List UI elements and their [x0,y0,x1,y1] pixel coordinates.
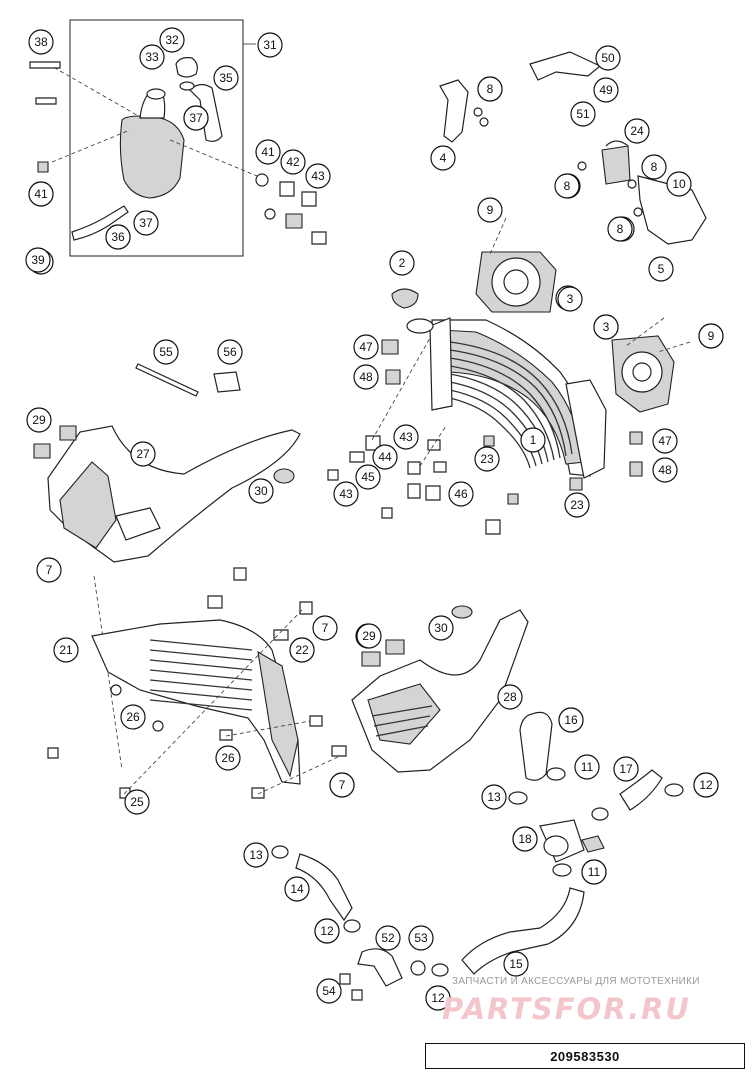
callout-label: 28 [503,690,517,704]
callout-label: 54 [322,984,336,998]
drawing-number: 209583530 [550,1048,620,1064]
callout-label: 13 [487,790,501,804]
callout-label: 47 [658,434,672,448]
callout-label: 10 [672,177,686,191]
callout-label: 48 [359,370,373,384]
callout-label: 16 [564,713,578,727]
callout-label: 4 [440,151,447,165]
callout-label: 31 [263,38,277,52]
callout-label: 39 [31,253,45,267]
callout-label: 18 [518,832,532,846]
callout-label: 53 [414,931,428,945]
callout-label: 17 [619,762,633,776]
callout-label: 43 [339,487,353,501]
callout-label: 50 [601,51,615,65]
callout-label: 43 [399,430,413,444]
callout-label: 12 [699,778,713,792]
callout-label: 21 [59,643,73,657]
drawing-number-box: 209583530 [425,1043,745,1069]
callout-label: 36 [111,230,125,244]
callout-label: 25 [130,795,144,809]
callout-label: 12 [431,991,445,1005]
callout-label: 41 [34,187,48,201]
callout-label: 22 [295,643,309,657]
callout-label: 30 [434,621,448,635]
right-side-panel [309,605,529,773]
callout-label: 9 [487,203,494,217]
fan-group [475,217,691,413]
callout-label: 44 [378,450,392,464]
callout-label: 7 [46,563,53,577]
callout-label: 8 [487,82,494,96]
callout-label: 8 [564,179,571,193]
callout-label: 51 [576,107,590,121]
callout-label: 35 [219,71,233,85]
callout-label: 52 [381,931,395,945]
callout-label: 23 [570,498,584,512]
callout-label: 11 [581,760,594,774]
callout-label: 7 [322,621,329,635]
radiator-hardware [327,337,643,535]
callout-label: 11 [588,865,601,879]
callout-label: 2 [399,256,406,270]
callout-label: 26 [221,751,235,765]
callout-label: 47 [359,340,373,354]
bracket-group [439,51,707,245]
radiator [391,288,607,479]
callout-label: 56 [223,345,237,359]
callout-label: 9 [708,329,715,343]
callout-label: 8 [617,222,624,236]
callout-label: 43 [311,169,325,183]
callout-label: 26 [126,710,140,724]
callout-label: 7 [339,778,346,792]
callout-label: 48 [658,463,672,477]
expansion-tank-group [29,19,327,257]
callout-label: 37 [139,216,153,230]
callout-label: 5 [658,262,665,276]
cable-tie [135,363,241,397]
watermark-tagline: ЗАПЧАСТИ И АКСЕССУАРЫ ДЛЯ МОТОТЕХНИКИ [452,976,700,987]
callout-label: 27 [136,447,150,461]
callout-label: 14 [290,882,304,896]
watermark-logo: PARTSFOR.RU [442,992,691,1026]
callout-label: 24 [630,124,644,138]
callout-label: 42 [286,155,300,169]
callout-label: 37 [189,111,203,125]
callout-label: 12 [320,924,334,938]
callout-label: 3 [567,292,574,306]
callout-label: 29 [32,413,46,427]
left-upper-spoiler [33,425,301,771]
callout-label: 55 [159,345,173,359]
callout-label: 3 [603,320,610,334]
callout-label: 8 [651,160,658,174]
callout-label: 38 [34,35,48,49]
callout-label: 13 [249,848,263,862]
callout-label: 23 [480,452,494,466]
callout-label: 29 [362,629,376,643]
callout-label: 41 [261,145,275,159]
callout-label: 32 [165,33,179,47]
callout-label: 15 [509,957,523,971]
hose-group [271,711,684,1001]
callout-label: 30 [254,484,268,498]
callout-group: 38 32 33 31 35 37 41 42 43 42 41 37 36 3… [25,27,724,1011]
callout-label: 46 [454,487,468,501]
callout-label: 45 [361,470,375,484]
callout-label: 33 [145,50,159,64]
callout-label: 49 [599,83,613,97]
callout-label: 1 [530,433,537,447]
left-side-panel [47,567,341,799]
